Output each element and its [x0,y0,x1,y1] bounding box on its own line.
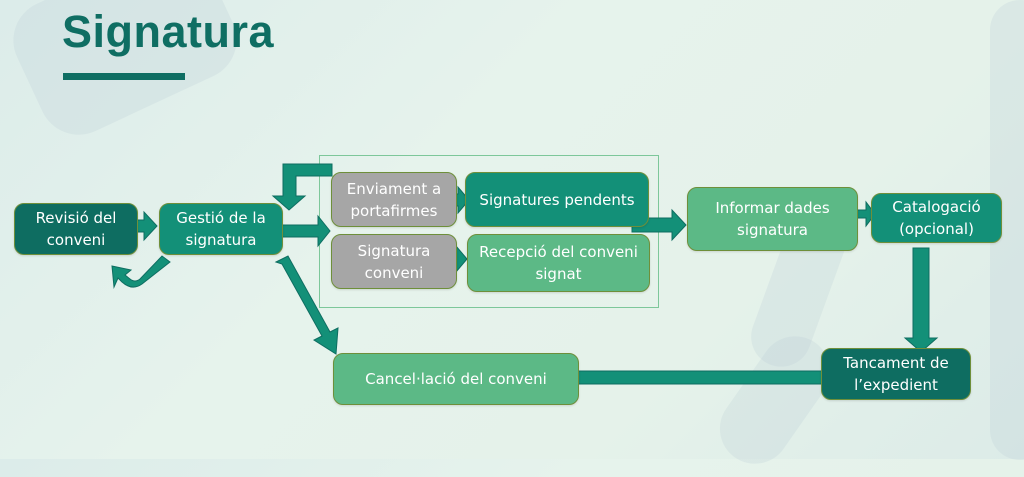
connector-arrows [111,163,939,392]
node-signatures-pendents[interactable]: Signatures pendents [465,172,649,227]
node-label: Informar dades signatura [715,199,830,239]
node-catalogacio[interactable]: Catalogació (opcional) [871,193,1002,243]
node-label: Enviament a portafirmes [346,179,442,220]
node-gestio-de-la-signatura[interactable]: Gestió de la signatura [159,203,283,255]
node-recepcio-del-conveni-signat[interactable]: Recepció del conveni signat [467,234,650,292]
arrow-gestio-to-group [275,214,331,248]
arrow-group-to-informar [631,208,687,242]
arrow-catalogacio-to-tancament [903,247,939,353]
arrow-group-back-to-gestio [271,163,333,211]
arrow-cancelacio-to-tancament [570,362,833,392]
node-label: Signatura conveni [357,241,431,282]
node-tancament-de-lexpedient[interactable]: Tancament de l’expedient [821,348,971,400]
node-signatura-conveni[interactable]: Signatura conveni [331,234,457,289]
node-label: Tancament de l’expedient [843,354,949,394]
title-underline [63,73,185,80]
node-label: Recepció del conveni signat [479,243,638,283]
node-label: Cancel·lació del conveni [365,370,547,388]
arrow-gestio-to-cancelacio [274,255,339,355]
node-enviament-a-portafirmes[interactable]: Enviament a portafirmes [331,172,457,227]
node-label: Gestió de la signatura [176,209,266,249]
slide-title: Signatura [62,6,275,57]
node-informar-dades-signatura[interactable]: Informar dades signatura [687,187,858,251]
arrow-gestio-back-to-revisio [111,255,171,289]
node-revisio-del-conveni[interactable]: Revisió del conveni [14,203,138,255]
node-cancelacio-del-conveni[interactable]: Cancel·lació del conveni [333,353,579,405]
node-label: Revisió del conveni [35,209,117,249]
node-label: Catalogació (opcional) [892,198,981,238]
node-label: Signatures pendents [479,190,635,209]
